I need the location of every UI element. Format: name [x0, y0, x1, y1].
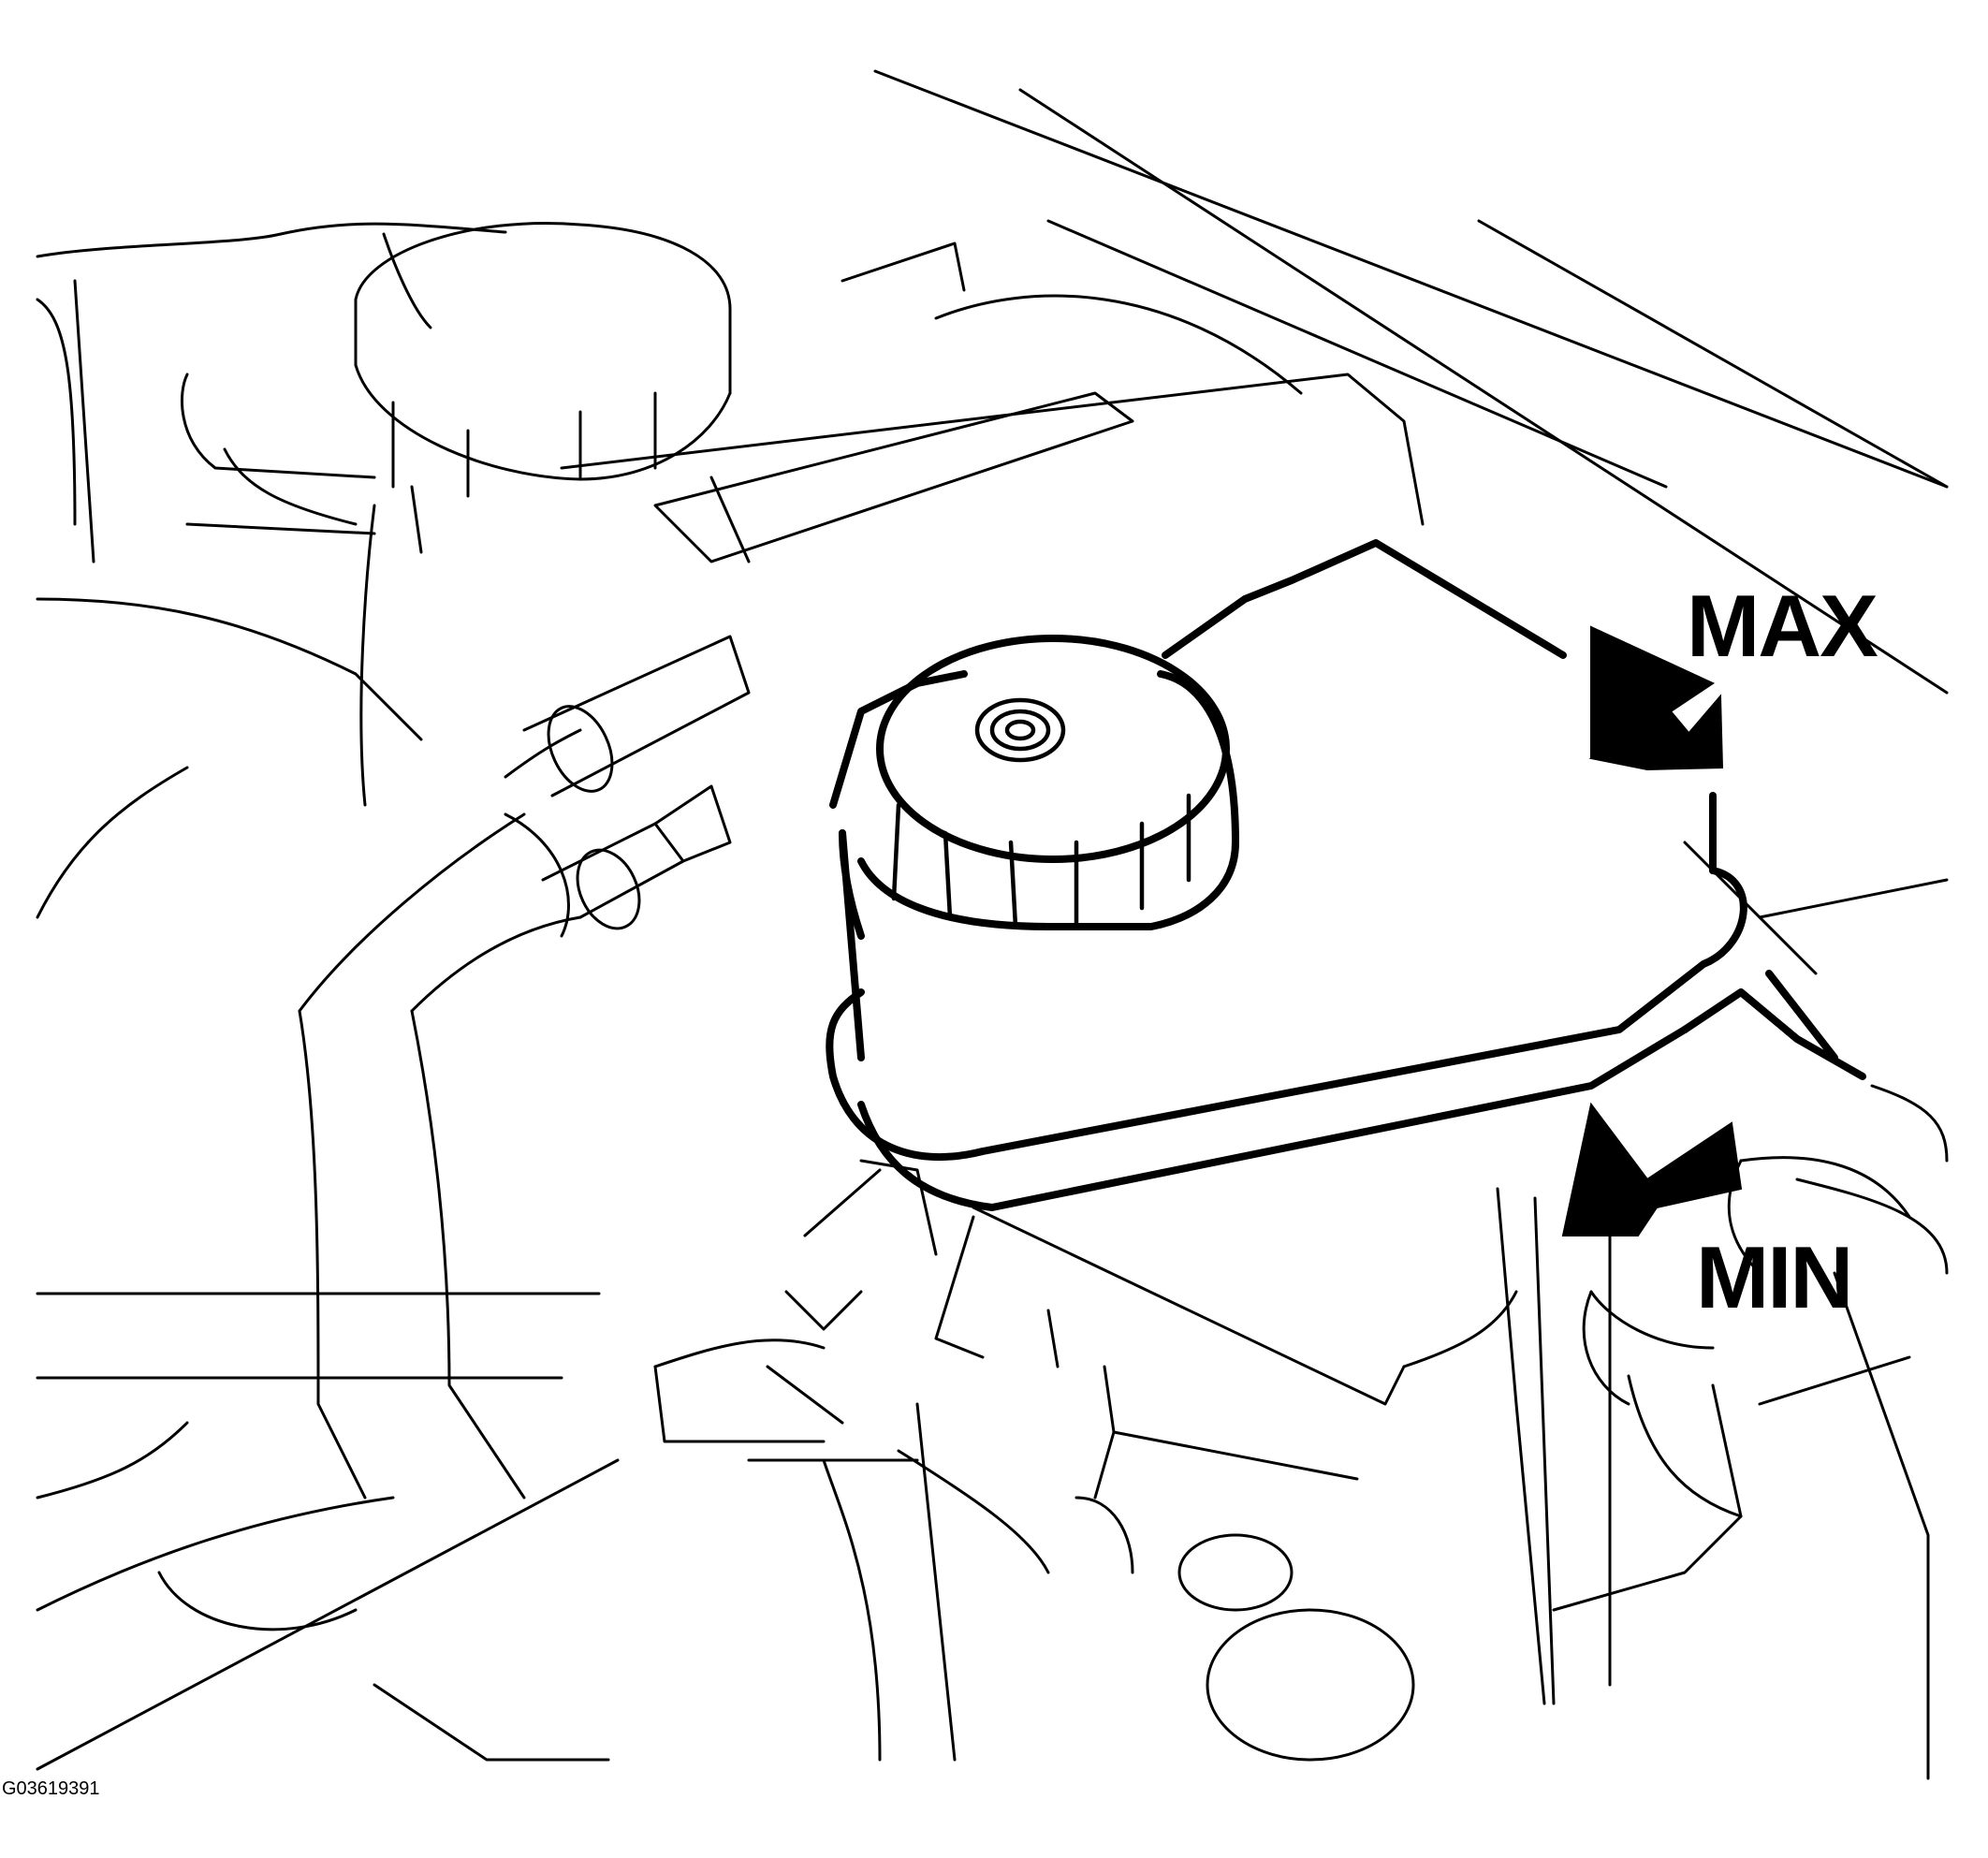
coolant-cap: [354, 221, 732, 554]
small-hoses: [298, 635, 751, 1500]
master-cylinder: [653, 1159, 1612, 1762]
figure-id: G03619391: [2, 1778, 100, 1799]
brake-fluid-reservoir: [826, 539, 1866, 1211]
coolant-tank: [359, 232, 1425, 807]
min-level-label: MIN: [1696, 1228, 1853, 1326]
hose-clamp-fitting: [766, 1159, 938, 1425]
engine-bay-background: [36, 222, 620, 1771]
min-arrow: [1561, 1102, 1743, 1236]
max-level-label: MAX: [1687, 577, 1878, 675]
max-arrow-head: [1590, 625, 1720, 769]
brake-reservoir-cap: [876, 635, 1230, 929]
radiator-hose: [36, 298, 376, 535]
hood-edge-lines: [873, 69, 1949, 695]
